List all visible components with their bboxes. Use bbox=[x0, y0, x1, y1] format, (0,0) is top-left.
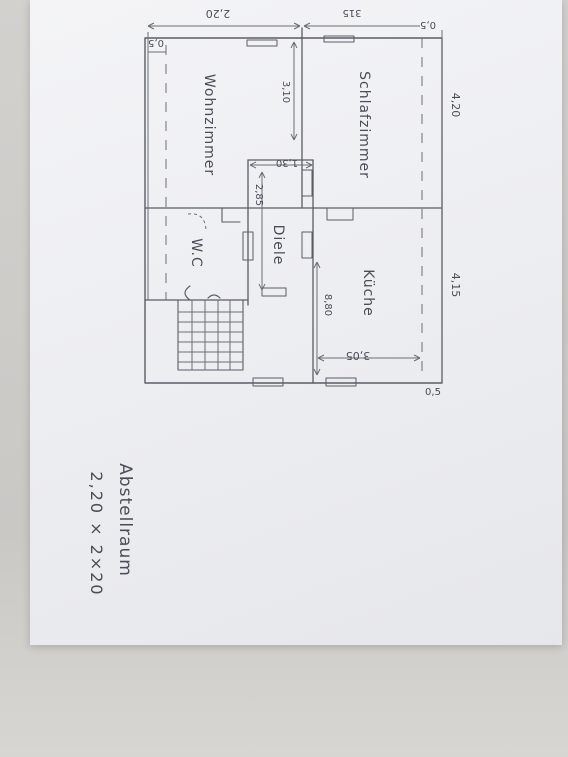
dim-bedroom-depth bbox=[290, 41, 298, 141]
wc-door-arc bbox=[187, 213, 207, 231]
dim-top-right bbox=[303, 22, 420, 30]
dim-kitchen-depth bbox=[313, 261, 321, 376]
window-mark bbox=[246, 39, 278, 47]
paper-sheet bbox=[30, 0, 562, 645]
dim-label: 2,20 bbox=[206, 7, 231, 20]
room-label-wc: W.C bbox=[188, 238, 204, 267]
door-mark bbox=[261, 287, 287, 297]
wc-toilet bbox=[184, 285, 221, 301]
dim-label: 3,10 bbox=[280, 81, 291, 103]
dim-label: 1,30 bbox=[276, 157, 298, 168]
door-mark bbox=[242, 231, 254, 261]
door-mark bbox=[301, 231, 313, 259]
window-mark bbox=[252, 377, 284, 387]
room-label-hall: Diele bbox=[270, 225, 286, 266]
dim-top-left bbox=[147, 22, 301, 30]
room-label-living: Wohnzimmer bbox=[201, 74, 217, 176]
dim-kitchen-width bbox=[317, 354, 421, 362]
staircase bbox=[177, 299, 244, 371]
dim-label: 4,15 bbox=[449, 273, 462, 298]
door-mark bbox=[301, 169, 313, 197]
storage-size: 2,20 × 2×20 bbox=[87, 471, 106, 596]
window-mark bbox=[323, 35, 355, 43]
dim-label: 3,05 bbox=[346, 349, 371, 362]
dim-label: 0,5 bbox=[425, 387, 441, 398]
dim-label: 0,5 bbox=[148, 37, 164, 48]
dim-label: 4,20 bbox=[449, 93, 462, 118]
room-label-bedroom: Schlafzimmer bbox=[356, 71, 372, 179]
dim-hall-width bbox=[249, 161, 313, 169]
dim-label: 0,5 bbox=[420, 19, 436, 30]
window-mark bbox=[326, 207, 354, 221]
dim-label: 8,80 bbox=[322, 294, 333, 316]
dim-label: 315 bbox=[342, 7, 361, 18]
dim-hall-depth bbox=[258, 171, 266, 291]
window-mark bbox=[325, 377, 357, 387]
room-label-kitchen: Küche bbox=[360, 269, 376, 317]
dim-label: 2,85 bbox=[253, 184, 264, 206]
storage-title: Abstellraum bbox=[115, 463, 135, 577]
